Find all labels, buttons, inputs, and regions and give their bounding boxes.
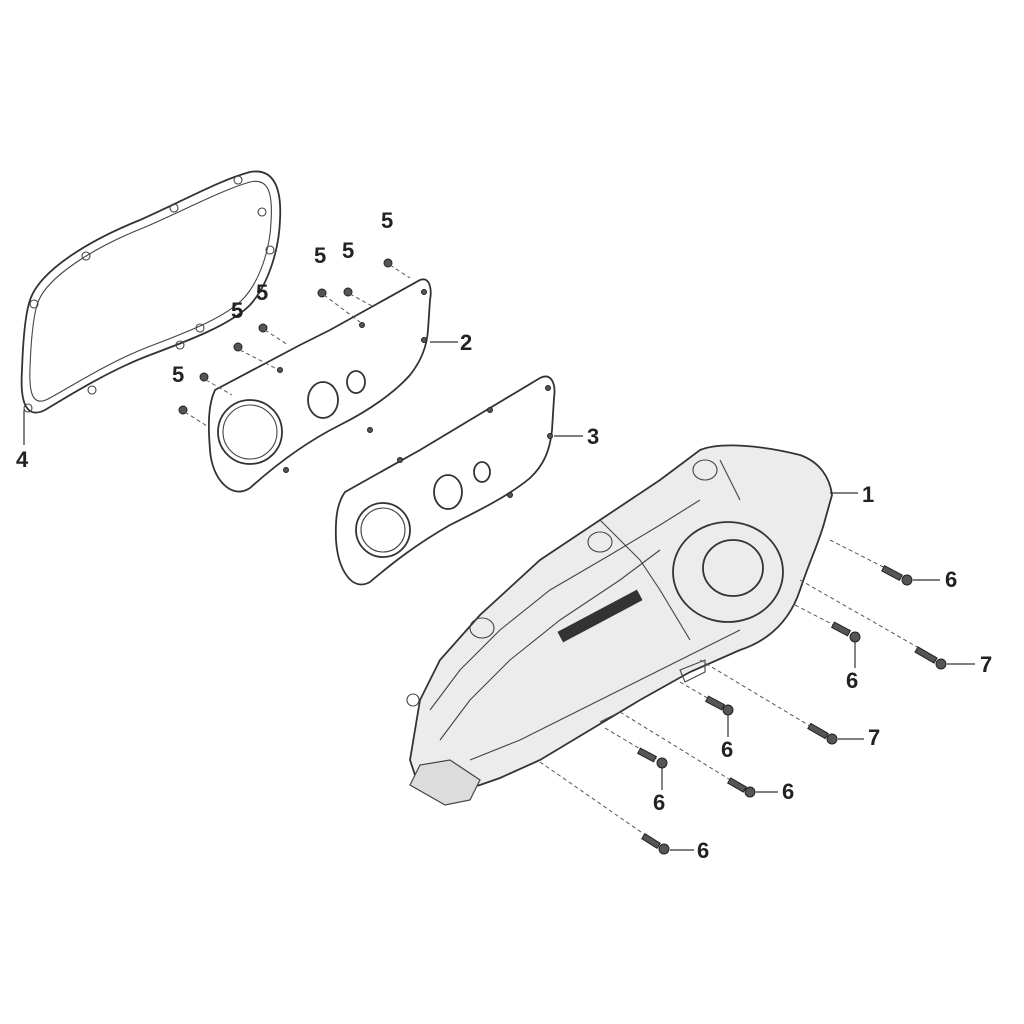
callout-4: 4	[16, 447, 29, 472]
callout-5-c: 5	[342, 238, 354, 263]
gasket-outer	[20, 170, 282, 414]
callout-6-b: 6	[846, 668, 858, 693]
leader-lines	[23, 341, 975, 851]
bolts-6-7	[539, 539, 947, 855]
callout-labels: 1 2 3 4 5 5 5 5 5 5 6 7 6 7 6 6 6 6	[16, 208, 992, 863]
callout-5-e: 5	[231, 298, 243, 323]
callout-5-d: 5	[256, 280, 268, 305]
callout-3: 3	[587, 424, 599, 449]
transmission-cover	[406, 444, 833, 806]
callout-1: 1	[862, 482, 874, 507]
callout-5-f: 5	[172, 362, 184, 387]
callout-6-a: 6	[945, 567, 957, 592]
callout-5-a: 5	[381, 208, 393, 233]
callout-6-c: 6	[721, 737, 733, 762]
callout-7-a: 7	[980, 652, 992, 677]
callout-6-d: 6	[782, 779, 794, 804]
callout-2: 2	[460, 330, 472, 355]
callout-5-b: 5	[314, 243, 326, 268]
gasket-plate	[334, 375, 556, 586]
callout-6-f: 6	[697, 838, 709, 863]
bolts-5	[178, 258, 411, 429]
cover-plate-inner	[207, 278, 432, 493]
callout-6-e: 6	[653, 790, 665, 815]
callout-7-b: 7	[868, 725, 880, 750]
